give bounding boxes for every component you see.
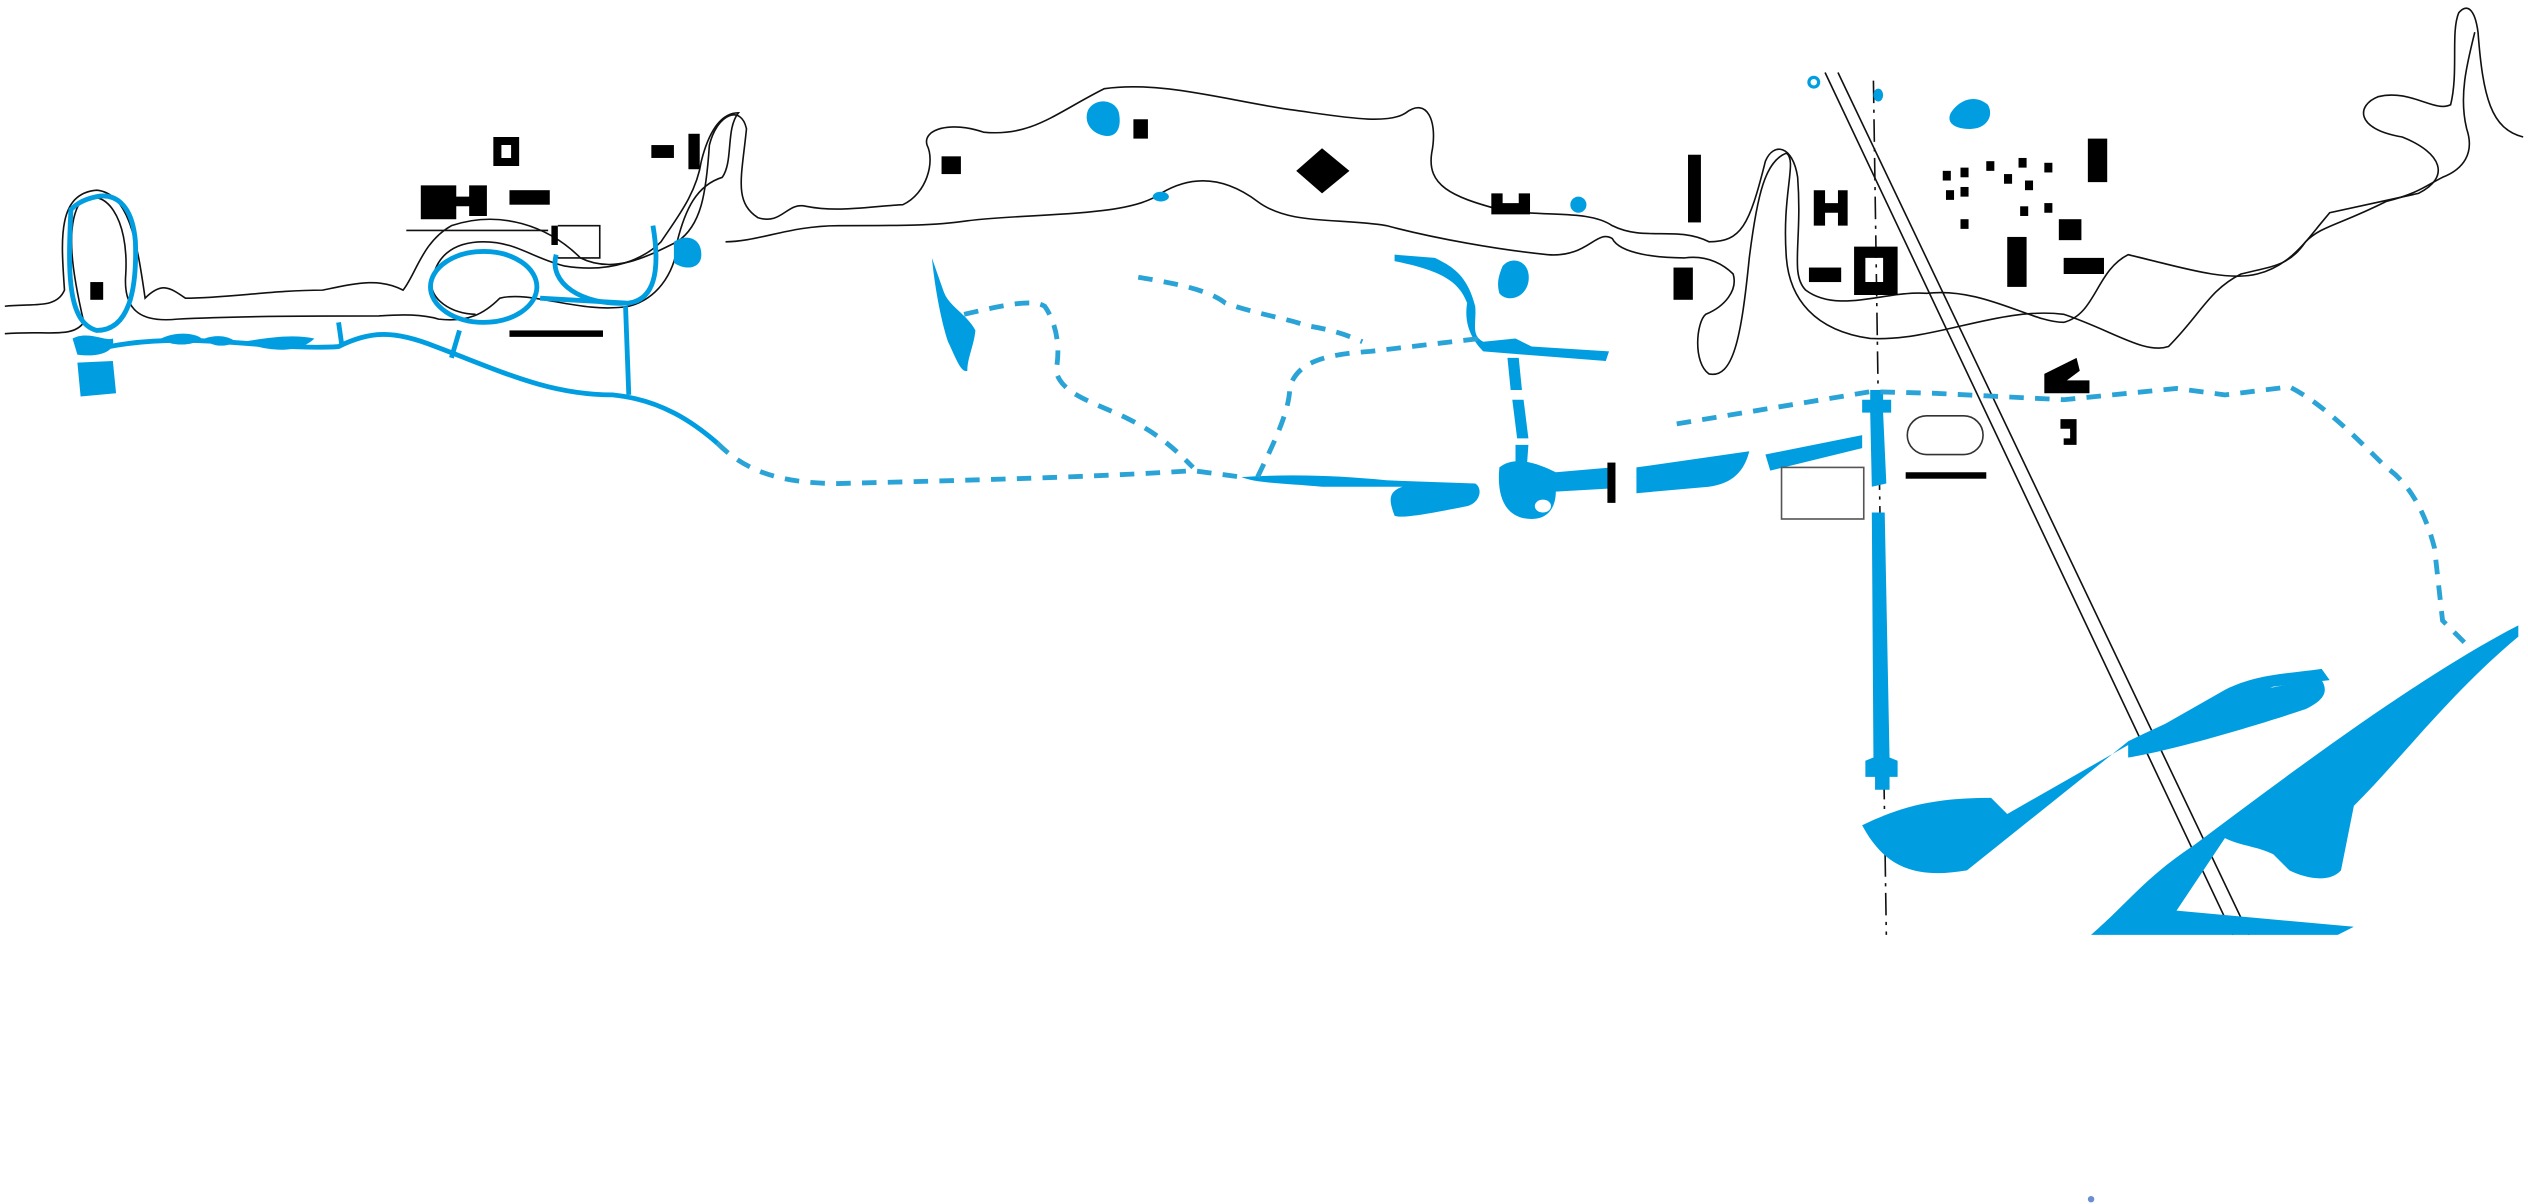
dashed-path-4 — [1255, 336, 1481, 479]
pond-north-1 — [1086, 101, 1120, 137]
building-grid — [1942, 157, 2053, 229]
branch-2 — [449, 329, 462, 359]
pond-north-3 — [1498, 260, 1529, 299]
axis-canal — [1862, 390, 1898, 790]
pond-small — [1152, 191, 1169, 202]
stream-down — [1507, 357, 1529, 468]
crescent-stream — [552, 225, 659, 306]
building — [1808, 267, 1842, 283]
building — [1813, 190, 1848, 226]
branch-4 — [539, 295, 626, 306]
branch-3 — [623, 306, 632, 395]
building — [2058, 219, 2082, 241]
building — [1296, 148, 1350, 194]
river-sliver — [2128, 680, 2325, 758]
pond-left — [72, 335, 114, 356]
dashed-path-2 — [963, 300, 1195, 470]
building — [1673, 267, 1693, 300]
building — [941, 156, 961, 175]
building — [1133, 119, 1148, 139]
dashed-paths — [715, 274, 2469, 647]
contour-lower — [4, 112, 741, 335]
building — [2087, 138, 2108, 183]
outlines — [406, 224, 1984, 520]
square-pond — [673, 237, 702, 268]
pond-dot — [1570, 196, 1587, 213]
building — [551, 225, 558, 245]
building — [2044, 357, 2090, 394]
bridge — [1607, 462, 1616, 503]
pond-dot-2 — [1873, 88, 1884, 102]
road-lines — [1824, 72, 2250, 936]
marker-dot — [2087, 1195, 2095, 1203]
buildings — [90, 119, 2108, 503]
lake-west — [931, 257, 976, 372]
canal-west — [1241, 475, 1480, 517]
plot-outline-west — [406, 224, 601, 259]
pond-left-2 — [77, 361, 117, 397]
contour-middle — [725, 32, 2476, 376]
building — [90, 282, 104, 300]
stadium-outline — [1906, 415, 1984, 456]
building — [2063, 257, 2104, 275]
river-south — [1862, 668, 2330, 874]
stream-north — [1394, 254, 1610, 362]
building — [509, 190, 550, 205]
building — [1854, 246, 1898, 295]
contour-lines — [4, 7, 2524, 376]
road-edge-right — [1837, 72, 2250, 936]
road-edge-left — [1824, 72, 2234, 936]
building — [1688, 154, 1701, 223]
building — [420, 185, 487, 220]
plot-outline — [1780, 466, 1865, 520]
building — [2007, 236, 2027, 287]
building — [688, 133, 700, 170]
oval-basin — [428, 249, 540, 325]
contour-upper — [4, 7, 2524, 324]
branch-1 — [336, 322, 345, 346]
oval-moat — [67, 193, 139, 333]
building — [651, 145, 674, 158]
canal-east — [1636, 451, 1750, 494]
water-features — [67, 75, 2519, 935]
island — [1534, 499, 1551, 513]
building — [509, 330, 603, 337]
building — [1905, 472, 1987, 479]
building — [493, 137, 520, 167]
axis-line — [1872, 80, 1888, 935]
river-bank-large — [2091, 625, 2519, 935]
building — [2060, 419, 2077, 445]
dashed-path-main — [715, 441, 1242, 486]
canal-east-2 — [1765, 435, 1863, 471]
dashed-path-east — [1676, 384, 2469, 647]
main-channel-left — [109, 332, 720, 446]
pond-north-2 — [1949, 98, 1991, 129]
building — [1491, 193, 1531, 215]
central-lake — [1498, 461, 1613, 519]
well-ring — [1807, 75, 1821, 89]
dashed-path-3 — [1137, 274, 1364, 344]
